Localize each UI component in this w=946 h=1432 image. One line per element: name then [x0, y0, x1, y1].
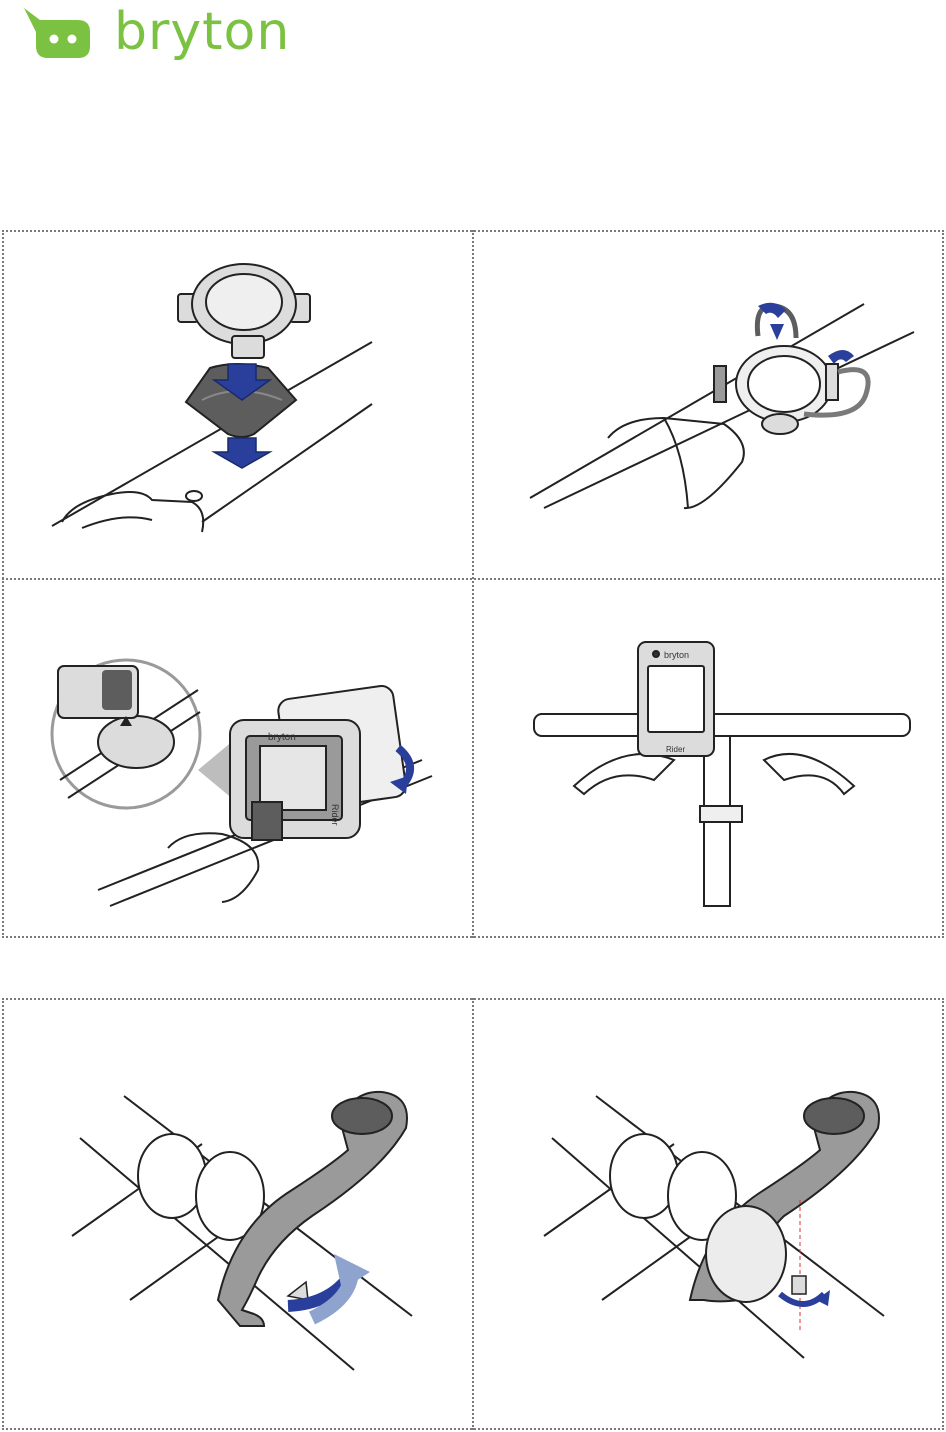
bryton-logo: bryton — [18, 6, 308, 68]
mount-base-pad-icon — [2, 232, 472, 578]
attach-device-icon: bryton Rider — [2, 580, 472, 938]
device-brand-text: bryton — [268, 732, 296, 743]
device-model-text-front: Rider — [666, 745, 685, 754]
front-mount-screw-icon — [474, 1000, 944, 1430]
device-brand-text-front: bryton — [664, 650, 689, 660]
logo-wordmark: bryton — [114, 2, 290, 62]
handlebar-device-icon: bryton Rider — [474, 580, 944, 938]
device-model-text: Rider — [330, 804, 340, 826]
front-mount-arm-icon — [2, 1000, 472, 1430]
bryton-logo-icon — [18, 6, 108, 68]
rubber-band-icon — [474, 232, 944, 578]
